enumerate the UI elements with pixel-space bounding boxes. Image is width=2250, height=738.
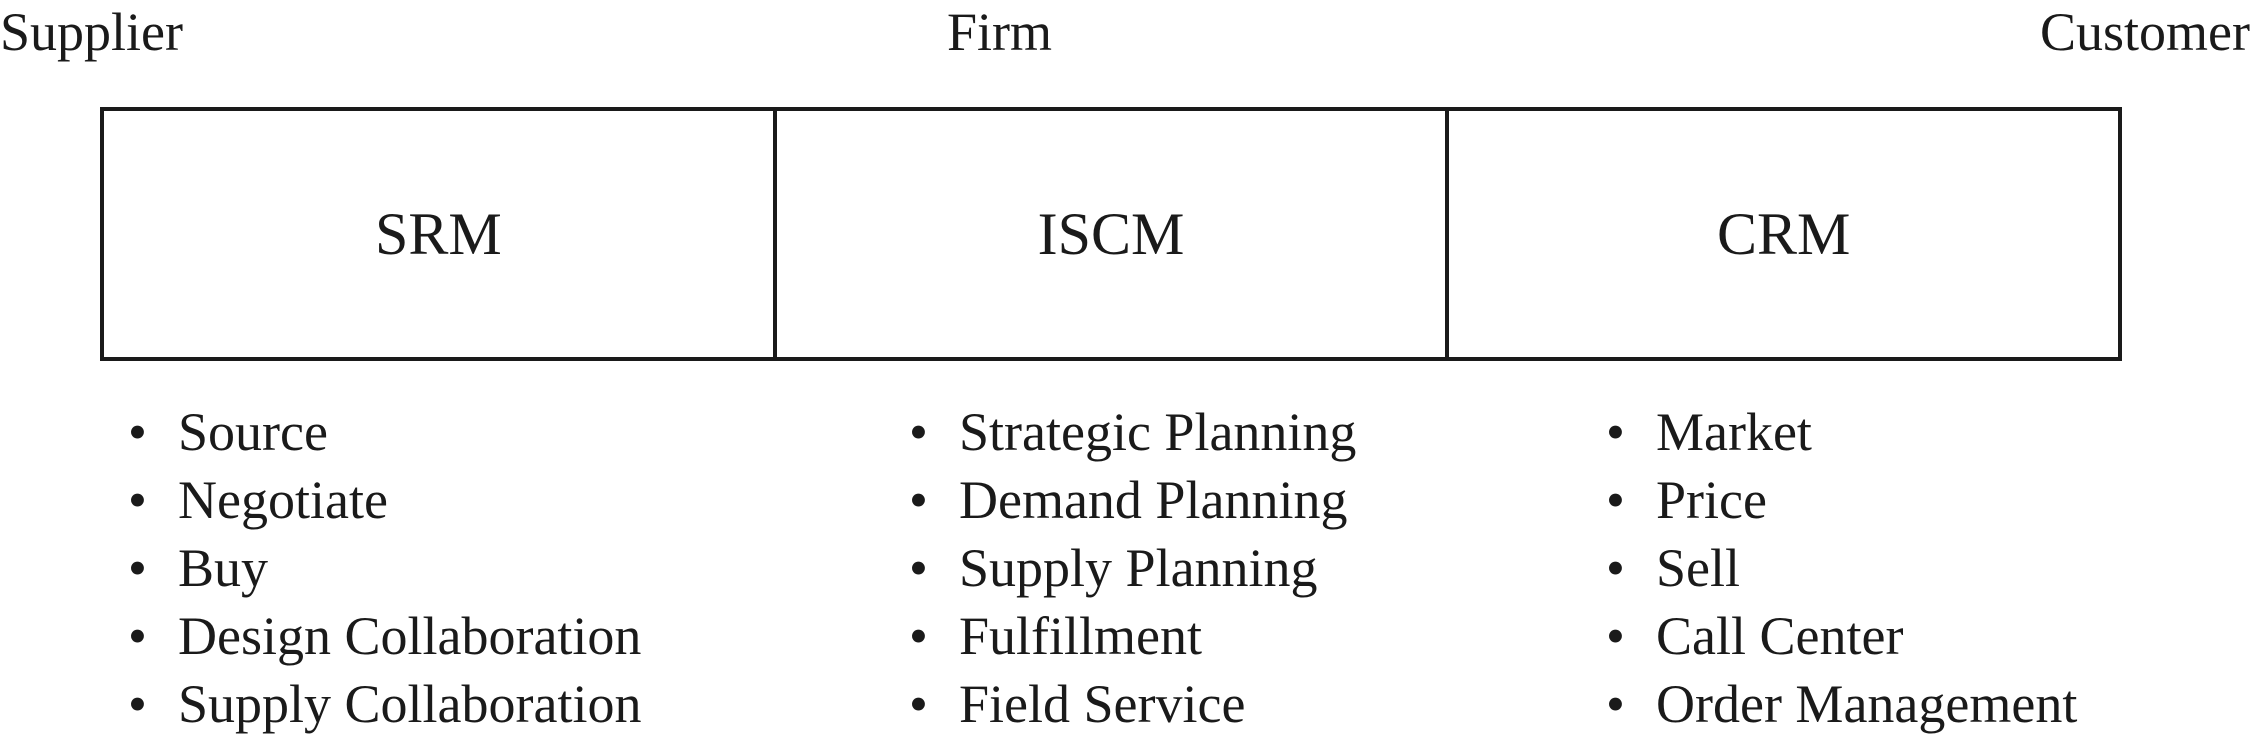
- list-item: Design Collaboration: [100, 602, 641, 670]
- list-item: Market: [1578, 398, 2077, 466]
- list-item: Order Management: [1578, 670, 2077, 738]
- label-customer: Customer: [2040, 2, 2250, 62]
- list-item: Fulfillment: [881, 602, 1356, 670]
- box-srm: SRM: [374, 201, 502, 267]
- list-item: Supply Collaboration: [100, 670, 641, 738]
- iscm-activity-list: Strategic Planning Demand Planning Suppl…: [881, 398, 1356, 738]
- label-firm: Firm: [947, 2, 1053, 62]
- box-iscm: ISCM: [772, 111, 1446, 357]
- crm-activity-list: Market Price Sell Call Center Order Mana…: [1578, 398, 2077, 738]
- list-item: Source: [100, 398, 641, 466]
- label-supplier: Supplier: [0, 2, 183, 62]
- list-item: Field Service: [881, 670, 1356, 738]
- list-item: Demand Planning: [881, 466, 1356, 534]
- list-item: Buy: [100, 534, 641, 602]
- list-item: Price: [1578, 466, 2077, 534]
- box-crm: CRM: [1445, 111, 2118, 357]
- list-item: Sell: [1578, 534, 2077, 602]
- srm-activity-list: Source Negotiate Buy Design Collaboratio…: [100, 398, 641, 738]
- list-item: Supply Planning: [881, 534, 1356, 602]
- list-item: Call Center: [1578, 602, 2077, 670]
- list-item: Negotiate: [100, 466, 641, 534]
- process-box-row: SRM ISCM CRM: [100, 107, 2122, 361]
- list-item: Strategic Planning: [881, 398, 1356, 466]
